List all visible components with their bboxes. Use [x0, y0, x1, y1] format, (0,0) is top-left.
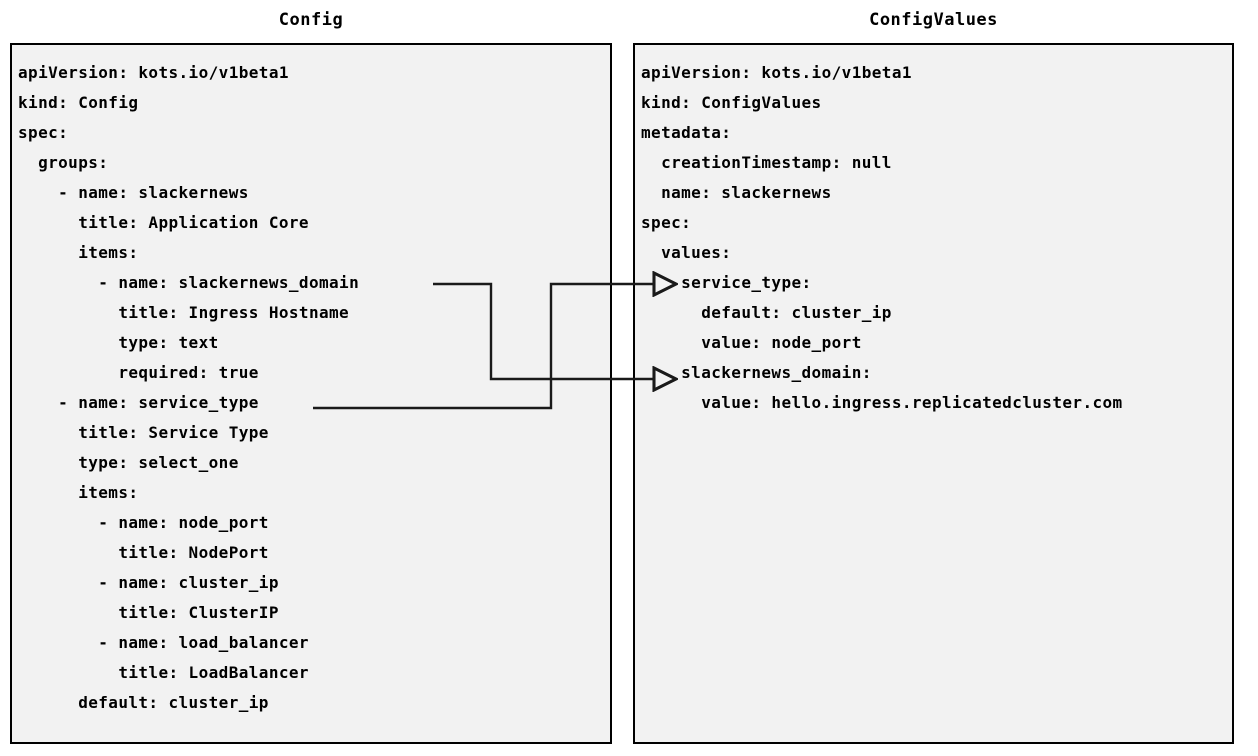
- config-yaml-line: groups:: [18, 153, 109, 172]
- configvalues-yaml-line: values:: [641, 243, 732, 262]
- configvalues-yaml-line: kind: ConfigValues: [641, 93, 822, 112]
- config-yaml-body: apiVersion: kots.io/v1beta1 kind: Config s…: [18, 58, 610, 718]
- config-yaml-line: items:: [18, 483, 139, 502]
- config-yaml-line: - name: slackernews_domain: [18, 273, 360, 292]
- config-yaml-panel: apiVersion: kots.io/v1beta1 kind: Config s…: [10, 43, 612, 744]
- configvalues-yaml-line: apiVersion: kots.io/v1beta1: [641, 63, 912, 82]
- config-yaml-line: required: true: [18, 363, 259, 382]
- config-yaml-line: title: Service Type: [18, 423, 269, 442]
- config-yaml-line: - name: node_port: [18, 513, 269, 532]
- config-panel-title: Config: [278, 10, 344, 30]
- configvalues-yaml-line: name: slackernews: [641, 183, 832, 202]
- configvalues-yaml-body: apiVersion: kots.io/v1beta1 kind: ConfigV…: [641, 58, 1232, 418]
- config-yaml-line: title: Ingress Hostname: [18, 303, 350, 322]
- config-yaml-line: - name: load_balancer: [18, 633, 309, 652]
- config-yaml-line: type: select_one: [18, 453, 239, 472]
- config-yaml-line: apiVersion: kots.io/v1beta1: [18, 63, 289, 82]
- configvalues-yaml-line: value: node_port: [641, 333, 862, 352]
- config-yaml-line: - name: slackernews: [18, 183, 249, 202]
- config-yaml-line: - name: service_type: [18, 393, 259, 412]
- configvalues-yaml-line: service_type:: [641, 273, 812, 292]
- config-yaml-line: items:: [18, 243, 139, 262]
- configvalues-yaml-panel: apiVersion: kots.io/v1beta1 kind: ConfigV…: [633, 43, 1234, 744]
- configvalues-yaml-line: value: hello.ingress.replicatedcluster.c…: [641, 393, 1123, 412]
- config-yaml-line: title: ClusterIP: [18, 603, 279, 622]
- config-yaml-line: title: Application Core: [18, 213, 309, 232]
- config-yaml-line: title: NodePort: [18, 543, 269, 562]
- configvalues-yaml-line: default: cluster_ip: [641, 303, 892, 322]
- config-yaml-line: spec:: [18, 123, 69, 142]
- config-yaml-line: default: cluster_ip: [18, 693, 269, 712]
- configvalues-panel-title: ConfigValues: [869, 10, 998, 30]
- configvalues-yaml-line: metadata:: [641, 123, 732, 142]
- config-yaml-line: type: text: [18, 333, 219, 352]
- config-yaml-line: title: LoadBalancer: [18, 663, 309, 682]
- configvalues-yaml-line: creationTimestamp: null: [641, 153, 892, 172]
- configvalues-yaml-line: spec:: [641, 213, 692, 232]
- config-yaml-line: - name: cluster_ip: [18, 573, 279, 592]
- configvalues-yaml-line: slackernews_domain:: [641, 363, 872, 382]
- config-yaml-line: kind: Config: [18, 93, 139, 112]
